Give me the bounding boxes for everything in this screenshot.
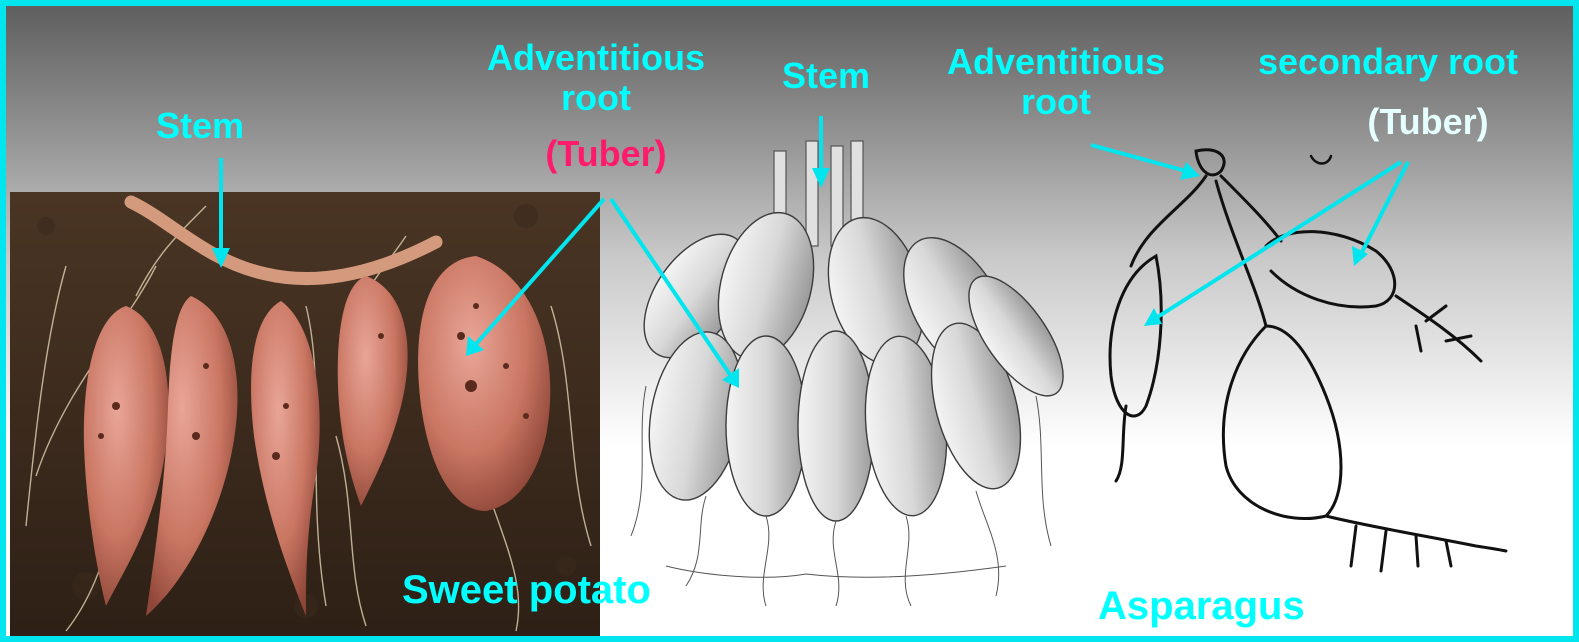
slide: Stem Adventitious root (Tuber) Stem Adve… [6, 6, 1573, 636]
label-tuber-right: (Tuber) [1348, 102, 1508, 142]
label-adventitious-root-left: Adventitious root [466, 38, 726, 119]
diagram-illustrations [6, 6, 1573, 636]
label-tuber-left: (Tuber) [526, 134, 686, 174]
label-asparagus: Asparagus [1098, 584, 1305, 629]
engraved-root-cluster [623, 141, 1081, 606]
label-adventitious-root-right: Adventitious root [926, 42, 1186, 123]
label-stem-middle: Stem [776, 56, 876, 96]
label-secondary-root: secondary root [1228, 42, 1548, 82]
asparagus-drawing [1110, 150, 1506, 571]
label-sweet-potato: Sweet potato [402, 568, 651, 613]
label-stem-left: Stem [156, 106, 244, 146]
arrow-adv-root-right [1091, 145, 1200, 180]
